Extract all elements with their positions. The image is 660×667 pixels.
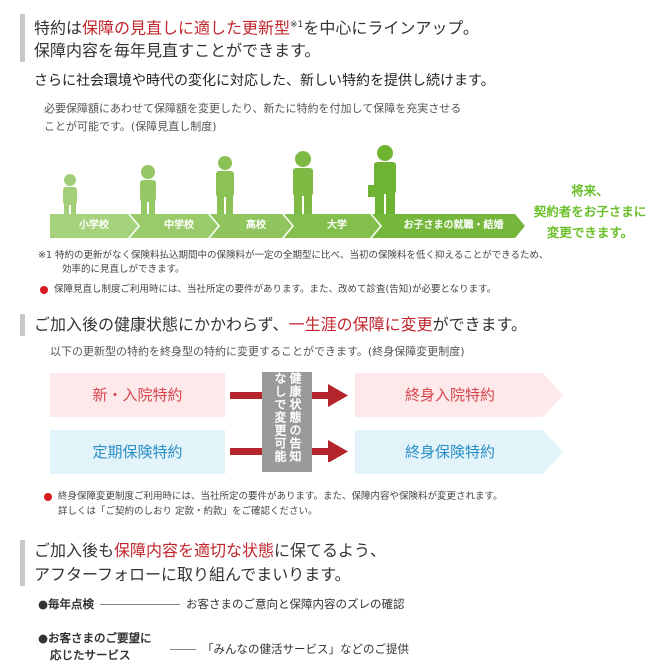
service-request-desc: 「みんなの健活サービス」などのご提供 (170, 641, 409, 657)
stage-elementary: 小学校 (79, 220, 109, 231)
note-lifetime-conversion-cont: 詳しくは「ご契約のしおり 定款・約款」をご確認ください。 (58, 506, 318, 517)
title-highlight: 保障内容を適切な状態 (114, 541, 275, 560)
service-request-label: ●お客さまのご要望に 応じたサービス (38, 631, 152, 662)
box-lifetime-insurance-rider: 終身保険特約 (404, 443, 495, 461)
stage-junior-high: 中学校 (164, 220, 194, 231)
section3-title-line2: アフターフォローに取り組んでまいります。 (34, 565, 351, 584)
connector-line (100, 604, 181, 605)
bullet-icon (40, 285, 48, 294)
section1-subtitle: さらに社会環境や時代の変化に対応した、新しい特約を提供し続けます。 (34, 73, 495, 89)
no-health-disclosure-label: 健康状態の告知なしで変更可能 (262, 372, 312, 472)
section3-title-line1: ご加入後も保障内容を適切な状態に保てるよう、 (34, 541, 387, 560)
future-note-line: 契約者をお子さまに (533, 204, 647, 219)
child-figure-2 (140, 165, 156, 215)
section2-title: ご加入後の健康状態にかかわらず、一生涯の保障に変更ができます。 (34, 315, 527, 334)
section1-title-line1: 特約は保障の見直しに適した更新型※1を中心にラインアップ。 (34, 14, 479, 39)
note-review-system: 保障見直し制度ご利用時には、当社所定の要件があります。また、改めて診査(告知)が… (40, 283, 496, 297)
stage-band (50, 214, 525, 238)
right-box-shapes (355, 373, 563, 474)
note-lifetime-conversion: 終身保障変更制度ご利用時には、当社所定の要件があります。また、保障内容や保険料が… (44, 490, 503, 504)
student-figure (293, 151, 313, 215)
teen-figure (216, 156, 234, 215)
future-note: 将来、 契約者をお子さまに 変更できます。 (525, 180, 655, 243)
title-text: を中心にラインアップ。 (303, 18, 479, 38)
section1-bar (20, 14, 25, 62)
connector-line (170, 649, 196, 650)
box-new-hospital-rider: 新・入院特約 (50, 373, 225, 417)
section1-desc-line1: 必要保障額にあわせて保障額を変更したり、新たに特約を付加して保障を充実させる (44, 102, 462, 115)
footnote-1: ※1 特約の更新がなく保険料払込期間中の保険料が一定の全期型に比べ、当初の保険料… (38, 250, 549, 261)
future-note-line: 変更できます。 (546, 225, 634, 240)
title-highlight: 一生涯の保障に変更 (288, 315, 433, 334)
section2-desc: 以下の更新型の特約を終身型の特約に変更することができます。(終身保障変更制度) (50, 345, 465, 358)
child-figure-1 (63, 174, 77, 215)
section1-desc-line2: ことが可能です。(保障見直し制度) (44, 120, 217, 133)
growth-figures (63, 145, 396, 215)
footnote-mark: ※1 (290, 20, 304, 30)
footnote-1-cont: 効率的に見直しができます。 (62, 264, 185, 275)
bullet-icon (44, 492, 52, 501)
box-term-insurance-rider: 定期保険特約 (50, 430, 225, 474)
service-label: ●毎年点検 (38, 597, 95, 611)
future-note-line: 将来、 (571, 183, 609, 198)
section2-bar (20, 314, 25, 336)
service-annual-check: ●毎年点検 お客さまのご意向と保障内容のズレの確認 (38, 596, 405, 612)
stage-job-marriage: お子さまの就職・結婚 (403, 220, 504, 231)
title-highlight: 保障の見直しに適した更新型 (82, 18, 291, 38)
adult-figure (368, 145, 396, 215)
section3-bar (20, 540, 25, 586)
title-text: 特約は (34, 18, 83, 38)
box-lifetime-hospital-rider: 終身入院特約 (404, 386, 495, 404)
service-desc: お客さまのご意向と保障内容のズレの確認 (186, 597, 405, 611)
stage-university: 大学 (327, 220, 347, 231)
stage-high-school: 高校 (246, 220, 266, 231)
section1-title-line2: 保障内容を毎年見直すことができます。 (34, 41, 321, 60)
